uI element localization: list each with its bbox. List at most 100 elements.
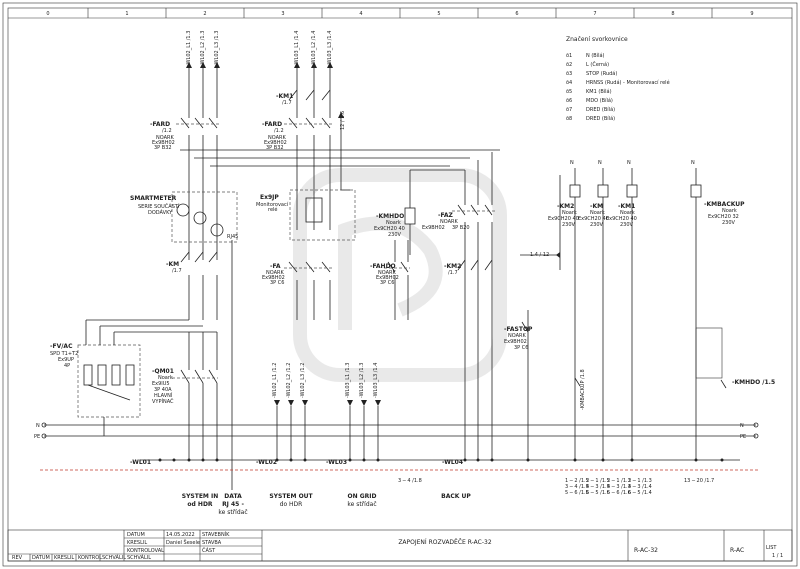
km2-main-contactor[interactable]: -KM2 /1.7 xyxy=(444,259,493,276)
component-rating: 230V xyxy=(620,222,634,228)
cable-label: -WL03_L1 /1.4 xyxy=(294,31,300,66)
smartmeter[interactable]: SMARTMETER SERIE SOUČÁSTÍ DODÁVKY RJ45 xyxy=(130,191,238,243)
fahdo-breaker[interactable]: -FAHDO NOARK Ex9BH02 3P C6 xyxy=(370,240,410,320)
legend-item: DRED (Bílá) xyxy=(586,106,615,113)
cross-ref: 5 ─ 6 /1.5 xyxy=(565,490,589,496)
ex9jp-relay[interactable]: Ex9JP Monitorovací relé xyxy=(256,189,356,241)
component-maker: Noark xyxy=(562,210,577,216)
wl02-conductors xyxy=(188,68,218,320)
tb-label: SCHVÁLIL xyxy=(127,554,151,561)
cable-tag: -WL02 xyxy=(256,459,277,466)
top-cable-labels: -WL02_L1 /1.3 -WL02_L2 /1.3 -WL02_L3 /1.… xyxy=(186,31,333,66)
tb-label: DATUM xyxy=(32,555,50,561)
function-label: DATA xyxy=(224,493,242,500)
component-type: Ex9CH20 40 xyxy=(374,226,405,232)
fvac-surge-protector[interactable]: -FV/AC SPD T1+T2 Ex9UP 4P xyxy=(50,343,141,418)
fa-breaker[interactable]: -FA NOARK Ex9BH02 3P C6 xyxy=(262,261,334,286)
component-ref: /1.2 xyxy=(162,128,172,134)
tb-label: KONTROLOVAL xyxy=(127,548,164,554)
sheet-number: 1 / 1 xyxy=(772,553,783,559)
function-label: ON GRID xyxy=(348,493,377,500)
function-label: SYSTEM IN xyxy=(182,493,219,500)
cross-ref: 5 ─ 6 /1.6 xyxy=(607,490,631,496)
coil-km2[interactable]: N -KM2 Noark Ex9CH20 40 230V xyxy=(548,160,581,460)
svg-text:ō6: ō6 xyxy=(566,98,572,104)
km1-cross-ref: 12 / 1.6 xyxy=(340,111,346,130)
component-note: Monitorovací xyxy=(256,201,289,208)
component-maker: NOARK xyxy=(440,219,458,225)
coil-kmbackup[interactable]: N -KMBACKUP Noark Ex9CH20 32 230V xyxy=(690,160,745,460)
component-maker: NOARK xyxy=(378,270,396,276)
component-type: Ex9BH02 xyxy=(264,140,287,146)
cable-label: -WL02_L1 /1.3 xyxy=(186,31,192,66)
legend-title: Značení svorkovnice xyxy=(566,36,628,43)
rail-label: PE xyxy=(34,434,40,440)
svg-text:N: N xyxy=(627,160,631,166)
fastop-breaker[interactable]: -FASTOP NOARK Ex9BH02 3P C6 xyxy=(504,310,533,460)
svg-text:ō1: ō1 xyxy=(566,53,572,59)
svg-text:N: N xyxy=(598,160,602,166)
component-note: Ex9UP xyxy=(58,357,74,363)
component-tag: -FASTOP xyxy=(504,326,533,333)
cross-ref: -KMHDO /1.5 xyxy=(732,379,775,386)
rail-label: N xyxy=(36,423,40,429)
component-ref: /1.7 xyxy=(172,268,182,274)
cross-ref: 13 ─ 20 /1.7 xyxy=(684,478,714,484)
component-type: Ex9IU5 xyxy=(152,381,170,387)
component-rating: 230V xyxy=(722,220,736,226)
kmhdo-coil[interactable]: -KMHDO Noark Ex9CH20 40 230V xyxy=(374,170,416,255)
cross-ref: 6 ─ 5 /1.6 xyxy=(586,490,610,496)
component-type: Ex9BH02 xyxy=(152,140,175,146)
tb-value: 14.05.2022 xyxy=(166,532,195,538)
component-rating: 3P B32 xyxy=(154,145,172,151)
cable-label: -WL02_L1 /1.2 xyxy=(272,363,278,398)
kmhdo-aux-contact[interactable]: -KMHDO /1.5 xyxy=(695,327,775,389)
legend-item: N (Bílá) xyxy=(586,52,605,59)
cross-ref: 4 ─ 3 /1.3 xyxy=(607,484,631,490)
title-block: DATUM 14.05.2022 STAVEBNÍK KRESLIL Danie… xyxy=(7,529,793,562)
km-main-contactor[interactable]: -KM /1.7 xyxy=(166,251,218,274)
tb-label: SCHVÁLIL xyxy=(102,554,126,561)
column-label: 5 xyxy=(437,11,440,17)
component-maker: Noark xyxy=(158,375,173,381)
component-maker: Noark xyxy=(590,210,605,216)
cable-label: -WL03_L2 /1.4 xyxy=(311,31,317,66)
component-type: Ex9BH02 xyxy=(262,275,285,281)
bottom-cross-refs: 3 ─ 4 /1.8 1 ─ 2 /1.5 3 ─ 4 /1.5 5 ─ 6 /… xyxy=(398,478,714,496)
component-maker: Noark xyxy=(722,208,737,214)
component-type: Ex9CH20 40 xyxy=(606,216,637,222)
component-maker: NOARK xyxy=(508,333,526,339)
fard-breaker-2[interactable]: -FARD /1.2 NOARK Ex9BH02 3P B32 xyxy=(262,117,334,151)
svg-text:N: N xyxy=(691,160,695,166)
faz-breaker[interactable]: -FAZ NOARK Ex9BH02 3P B20 xyxy=(422,152,496,460)
coil-km1[interactable]: N -KM1 Noark Ex9CH20 40 230V xyxy=(606,160,638,460)
mid-conductors xyxy=(231,240,379,490)
column-label: 6 xyxy=(515,11,518,17)
arrow-icon xyxy=(556,252,560,258)
component-tag: -FARD xyxy=(150,121,170,128)
column-label: 1 xyxy=(125,11,128,17)
component-note: relé xyxy=(268,206,278,213)
component-tag: -KMHDO xyxy=(376,213,404,220)
km1-contact-top[interactable]: -KM1 /1.7 xyxy=(276,89,331,106)
fard-breaker-1[interactable]: -FARD /1.2 NOARK Ex9BH02 3P B32 xyxy=(150,117,220,151)
mid-cable-labels: -WL02_L1 /1.2 -WL02_L2 /1.2 -WL02_L3 /1.… xyxy=(272,363,379,398)
column-label: 4 xyxy=(359,11,362,17)
switchboard-name: R-AC xyxy=(730,547,744,554)
cross-ref: 4 ─ 3 /1.4 xyxy=(628,484,652,490)
cable-tag: -WL04 xyxy=(442,459,463,466)
kmbackup-aux-contact[interactable]: -KMBACKUP /1.8 xyxy=(574,369,586,410)
component-maker: Noark xyxy=(386,220,401,226)
cable-tag: -WL03 xyxy=(326,459,347,466)
component-tag: -QM01 xyxy=(152,368,174,375)
component-ref: /1.7 xyxy=(448,270,458,276)
component-note: HLAVNÍ xyxy=(154,392,173,399)
terminal-strip xyxy=(40,458,760,471)
rj45-label: RJ45 xyxy=(227,234,238,240)
svg-text:ō8: ō8 xyxy=(566,116,572,122)
coil-km[interactable]: N -KM Noark Ex9CH20 40 230V xyxy=(578,160,609,460)
component-tag: -FARD xyxy=(262,121,282,128)
qm01-main-switch[interactable]: -QM01 Noark Ex9IU5 3P 40A HLAVNÍ VYPÍNAČ xyxy=(152,332,218,460)
column-label: 7 xyxy=(593,11,596,17)
top-arrows xyxy=(186,62,344,118)
